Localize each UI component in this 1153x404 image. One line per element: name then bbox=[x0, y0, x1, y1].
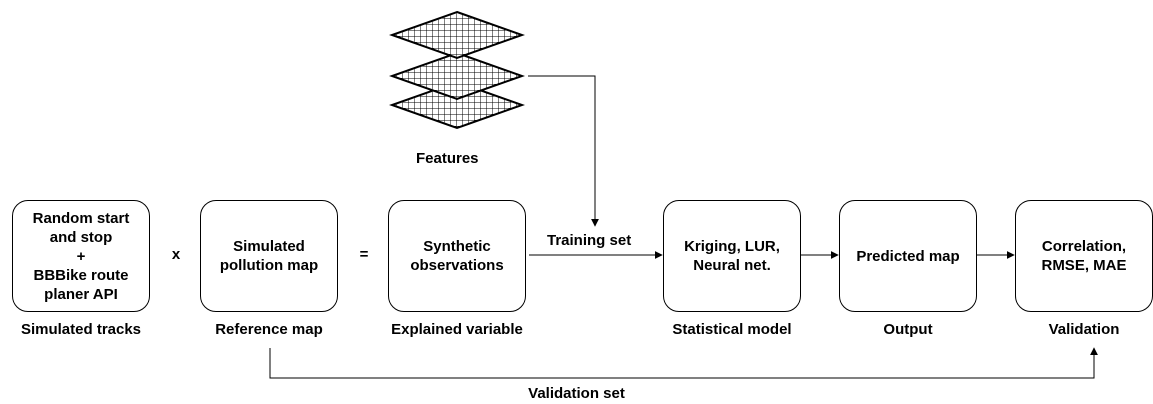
features-layer-stack-icon bbox=[389, 10, 525, 130]
features-label: Features bbox=[416, 150, 479, 167]
reference-map-caption: Reference map bbox=[215, 321, 323, 338]
validation-caption: Validation bbox=[1048, 321, 1120, 338]
predicted-map-line: Predicted map bbox=[856, 247, 960, 265]
tracks-line: planer API bbox=[44, 285, 118, 303]
observations-box: Synthetic observations bbox=[388, 200, 526, 312]
training-set-label: Training set bbox=[547, 232, 632, 249]
validation-box: Correlation, RMSE, MAE bbox=[1015, 200, 1153, 312]
reference-map-box: Simulated pollution map bbox=[200, 200, 338, 312]
observations-caption: Explained variable bbox=[391, 321, 523, 338]
feature-layer-top bbox=[389, 10, 525, 60]
observations-line: observations bbox=[410, 257, 504, 274]
model-caption: Statistical model bbox=[672, 321, 792, 338]
multiply-operator: x bbox=[171, 246, 181, 263]
validation-set-label: Validation set bbox=[528, 385, 625, 402]
model-box: Kriging, LUR, Neural net. bbox=[663, 200, 801, 312]
features-arrow bbox=[528, 75, 599, 227]
reference-map-line: Simulated bbox=[233, 238, 305, 255]
tracks-line: BBBike route bbox=[33, 266, 129, 284]
observations-line: Synthetic bbox=[423, 238, 491, 255]
validation-set-arrow bbox=[269, 347, 1098, 379]
tracks-caption: Simulated tracks bbox=[20, 321, 142, 338]
validation-line: Correlation, bbox=[1041, 238, 1127, 255]
feature-layer-middle bbox=[389, 51, 525, 101]
reference-map-line: pollution map bbox=[219, 257, 319, 274]
predicted-map-box: Predicted map bbox=[839, 200, 977, 312]
feature-layer-bottom bbox=[389, 80, 525, 130]
tracks-line: Random start bbox=[32, 209, 130, 227]
validation-line: RMSE, MAE bbox=[1041, 257, 1127, 274]
equals-operator: = bbox=[359, 246, 369, 263]
tracks-box: Random start and stop + BBBike route pla… bbox=[12, 200, 150, 312]
model-line: Neural net. bbox=[693, 257, 771, 274]
output-caption: Output bbox=[883, 321, 933, 338]
model-line: Kriging, LUR, bbox=[684, 238, 780, 255]
tracks-line: + bbox=[76, 247, 86, 265]
tracks-line: and stop bbox=[49, 228, 113, 246]
